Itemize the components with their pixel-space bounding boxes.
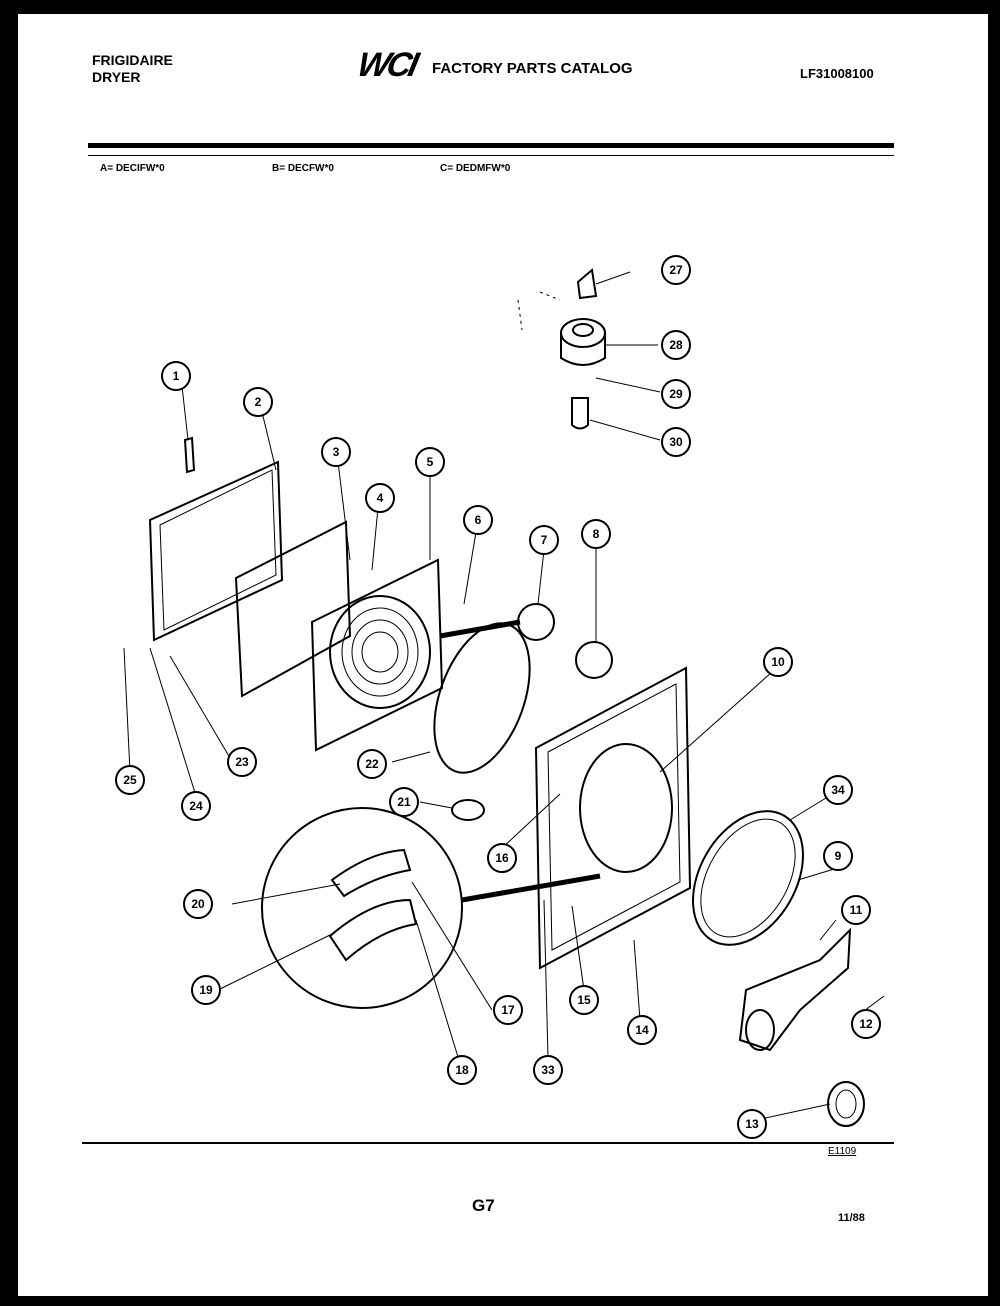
callout-34: 34	[831, 783, 845, 797]
catalog-title: FACTORY PARTS CATALOG	[432, 60, 633, 77]
callout-4: 4	[377, 491, 384, 505]
callout-3: 3	[333, 445, 340, 459]
header-rule-thin	[88, 155, 894, 156]
door-gasket-shape	[433, 622, 531, 774]
callout-30: 30	[669, 435, 683, 449]
part-27-shape	[576, 268, 598, 300]
model-code-b: B= DECFW*0	[272, 163, 334, 174]
callout-9: 9	[835, 849, 842, 863]
part-20-shape	[330, 848, 412, 898]
callout-22: 22	[365, 757, 379, 771]
drum-opening-shape	[579, 743, 673, 873]
callout-14: 14	[635, 1023, 649, 1037]
callout-25: 25	[123, 773, 137, 787]
callout-labels	[115, 255, 881, 1139]
brand-block: FRIGIDAIRE DRYER	[92, 52, 173, 86]
callout-2: 2	[255, 395, 262, 409]
callout-5: 5	[427, 455, 434, 469]
callout-21: 21	[397, 795, 411, 809]
part-7-shape	[517, 603, 555, 641]
callout-6: 6	[475, 513, 482, 527]
model-code-c: C= DEDMFW*0	[440, 163, 511, 174]
header-rule	[88, 143, 894, 148]
callout-17: 17	[501, 1003, 515, 1017]
callout-12: 12	[859, 1017, 873, 1031]
drum-seal-shape	[692, 810, 804, 946]
callout-13: 13	[745, 1117, 759, 1131]
brand-name: FRIGIDAIRE	[92, 52, 173, 68]
door-panel-shape	[148, 460, 284, 642]
part-8-shape	[575, 641, 613, 679]
callout-1: 1	[173, 369, 180, 383]
catalog-page	[18, 14, 988, 1296]
cabinet-front-shape	[534, 666, 692, 970]
callout-27: 27	[669, 263, 683, 277]
print-date: 11/88	[838, 1212, 865, 1224]
catalog-number: LF31008100	[800, 66, 874, 81]
detail-circle-shape	[261, 807, 463, 1009]
part-18-shape	[328, 898, 418, 962]
part-21-shape	[451, 799, 485, 821]
callout-7: 7	[541, 533, 548, 547]
part-1-shape	[183, 436, 196, 474]
callout-23: 23	[235, 755, 249, 769]
inner-door-shape	[234, 520, 352, 698]
lint-screen-shape	[329, 595, 431, 709]
callout-20: 20	[191, 897, 205, 911]
callout-24: 24	[189, 799, 203, 813]
part-30-shape	[571, 397, 589, 430]
callout-18: 18	[455, 1063, 469, 1077]
callout-10: 10	[771, 655, 785, 669]
product-type: DRYER	[92, 69, 141, 85]
front-panel-shape	[310, 558, 444, 752]
bearing-shape	[827, 1081, 865, 1127]
callout-15: 15	[577, 993, 591, 1007]
callout-11: 11	[850, 903, 863, 917]
callout-16: 16	[495, 851, 509, 865]
diagram-ref: E1109	[828, 1146, 857, 1157]
callout-19: 19	[199, 983, 213, 997]
model-code-a: A= DECIFW*0	[100, 163, 165, 174]
callout-8: 8	[593, 527, 600, 541]
callout-28: 28	[669, 338, 683, 352]
bearing-bracket-shape	[738, 927, 852, 1052]
callout-29: 29	[669, 387, 683, 401]
callout-33: 33	[541, 1063, 555, 1077]
page-number: G7	[472, 1196, 495, 1215]
footer-rule	[82, 1142, 894, 1144]
